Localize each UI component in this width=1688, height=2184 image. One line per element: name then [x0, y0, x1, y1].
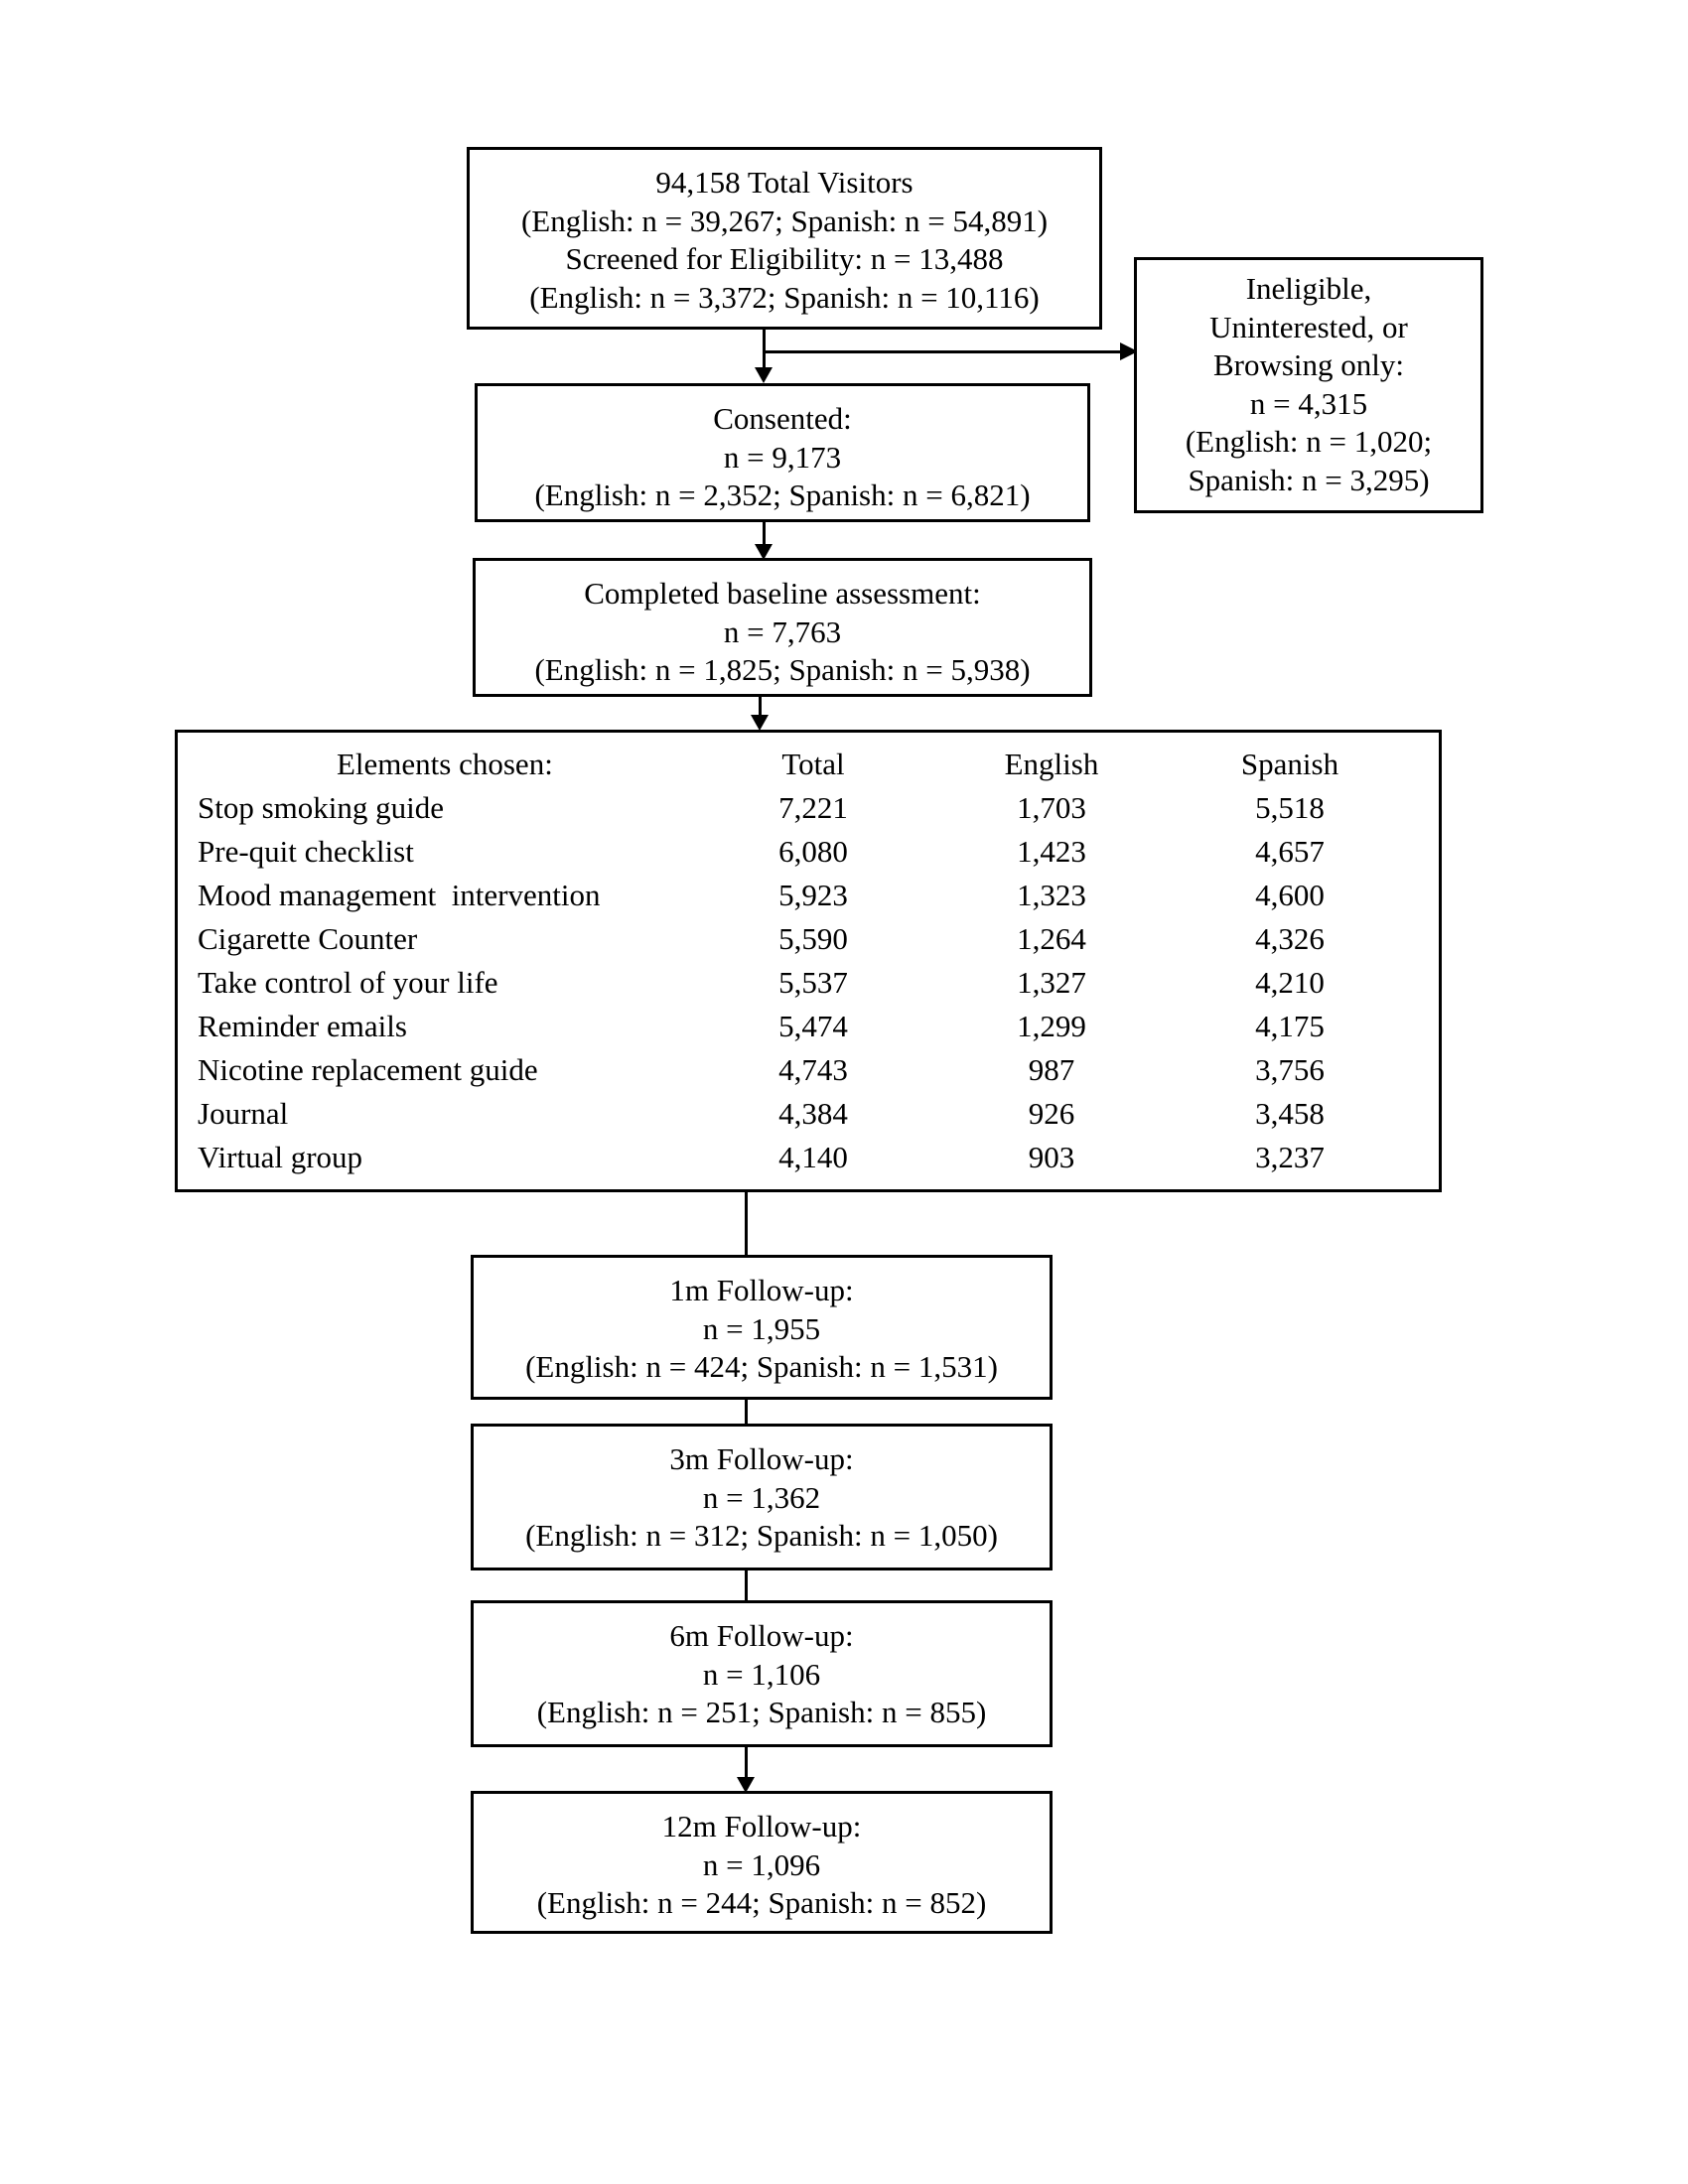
connector-line	[745, 1192, 748, 1255]
element-name: Journal	[198, 1096, 289, 1131]
element-english: 1,323	[1017, 878, 1086, 912]
element-total: 7,221	[778, 790, 848, 825]
element-row: Journal 4,384 926 3,458	[178, 1092, 1439, 1136]
ineligible-line: Spanish: n = 3,295)	[1188, 462, 1430, 497]
baseline-box: Completed baseline assessment: n = 7,763…	[473, 558, 1092, 697]
followup-12m-line: 12m Follow-up:	[661, 1809, 862, 1843]
element-total: 5,590	[778, 921, 848, 956]
element-name: Nicotine replacement guide	[198, 1052, 538, 1087]
followup-3m-line: (English: n = 312; Spanish: n = 1,050)	[525, 1518, 998, 1553]
connector-line	[763, 350, 1132, 353]
element-row: Stop smoking guide 7,221 1,703 5,518	[178, 786, 1439, 830]
arrow-right-icon	[1120, 342, 1138, 360]
element-total: 5,474	[778, 1009, 848, 1043]
ineligible-box: Ineligible, Uninterested, or Browsing on…	[1134, 257, 1483, 513]
ineligible-line: Ineligible,	[1245, 271, 1372, 306]
consented-box: Consented: n = 9,173 (English: n = 2,352…	[475, 383, 1090, 522]
followup-6m-line: n = 1,106	[702, 1656, 821, 1692]
element-spanish: 4,657	[1255, 834, 1325, 869]
baseline-line: n = 7,763	[723, 614, 842, 649]
element-english: 926	[1028, 1096, 1075, 1131]
baseline-line: (English: n = 1,825; Spanish: n = 5,938)	[534, 652, 1031, 687]
column-header-spanish: Spanish	[1240, 747, 1339, 781]
element-total: 6,080	[778, 834, 848, 869]
element-spanish: 4,175	[1255, 1009, 1325, 1043]
connector-line	[745, 1747, 748, 1783]
elements-chosen-box: Elements chosen: Total English Spanish S…	[175, 730, 1442, 1192]
arrow-down-icon	[751, 715, 769, 731]
element-name: Take control of your life	[198, 965, 498, 1000]
followup-1m-line: 1m Follow-up:	[669, 1273, 854, 1307]
element-spanish: 3,756	[1255, 1052, 1325, 1087]
followup-1m-line: (English: n = 424; Spanish: n = 1,531)	[525, 1349, 998, 1384]
total-visitors-line: (English: n = 3,372; Spanish: n = 10,116…	[529, 279, 1040, 315]
connector-line	[763, 522, 766, 552]
ineligible-line: n = 4,315	[1249, 385, 1368, 421]
element-english: 903	[1028, 1140, 1075, 1174]
followup-6m-line: 6m Follow-up:	[669, 1618, 854, 1653]
followup-1m-line: n = 1,955	[702, 1310, 821, 1346]
element-spanish: 3,458	[1255, 1096, 1325, 1131]
element-name: Virtual group	[198, 1140, 363, 1174]
followup-6m-line: (English: n = 251; Spanish: n = 855)	[536, 1695, 987, 1729]
element-row: Nicotine replacement guide 4,743 987 3,7…	[178, 1048, 1439, 1092]
connector-line	[759, 697, 762, 721]
element-total: 4,384	[778, 1096, 848, 1131]
element-name: Mood management intervention	[198, 878, 601, 912]
consented-line: (English: n = 2,352; Spanish: n = 6,821)	[534, 478, 1031, 512]
element-english: 1,299	[1017, 1009, 1086, 1043]
followup-12m-line: (English: n = 244; Spanish: n = 852)	[536, 1885, 987, 1920]
consented-line: n = 9,173	[723, 439, 842, 475]
elements-header-row: Elements chosen: Total English Spanish	[178, 743, 1439, 786]
element-row: Reminder emails 5,474 1,299 4,175	[178, 1005, 1439, 1048]
element-total: 5,923	[778, 878, 848, 912]
followup-3m-line: 3m Follow-up:	[669, 1441, 854, 1476]
element-row: Cigarette Counter 5,590 1,264 4,326	[178, 917, 1439, 961]
element-spanish: 3,237	[1255, 1140, 1325, 1174]
element-spanish: 4,210	[1255, 965, 1325, 1000]
total-visitors-line: Screened for Eligibility: n = 13,488	[565, 241, 1004, 276]
element-spanish: 5,518	[1255, 790, 1325, 825]
connector-line	[745, 1570, 748, 1600]
baseline-line: Completed baseline assessment:	[584, 576, 981, 611]
arrow-down-icon	[755, 367, 773, 383]
connector-line	[745, 1400, 748, 1424]
element-english: 987	[1028, 1052, 1075, 1087]
total-visitors-line: 94,158 Total Visitors	[655, 165, 914, 200]
followup-3m-line: n = 1,362	[702, 1479, 821, 1515]
element-english: 1,423	[1017, 834, 1086, 869]
total-visitors-line: (English: n = 39,267; Spanish: n = 54,89…	[520, 203, 1049, 238]
consented-line: Consented:	[713, 401, 852, 436]
elements-header-label: Elements chosen:	[337, 747, 553, 781]
element-name: Reminder emails	[198, 1009, 407, 1043]
column-header-total: Total	[781, 747, 845, 781]
total-visitors-box: 94,158 Total Visitors (English: n = 39,2…	[467, 147, 1102, 330]
followup-12m-box: 12m Follow-up: n = 1,096 (English: n = 2…	[471, 1791, 1053, 1934]
element-row: Mood management intervention 5,923 1,323…	[178, 874, 1439, 917]
element-english: 1,703	[1017, 790, 1086, 825]
element-english: 1,327	[1017, 965, 1086, 1000]
followup-1m-box: 1m Follow-up: n = 1,955 (English: n = 42…	[471, 1255, 1053, 1400]
ineligible-line: Uninterested, or	[1209, 309, 1408, 344]
element-spanish: 4,326	[1255, 921, 1325, 956]
followup-6m-box: 6m Follow-up: n = 1,106 (English: n = 25…	[471, 1600, 1053, 1747]
element-english: 1,264	[1017, 921, 1086, 956]
element-row: Pre-quit checklist 6,080 1,423 4,657	[178, 830, 1439, 874]
element-name: Cigarette Counter	[198, 921, 418, 956]
element-spanish: 4,600	[1255, 878, 1325, 912]
followup-3m-box: 3m Follow-up: n = 1,362 (English: n = 31…	[471, 1424, 1053, 1570]
ineligible-line: (English: n = 1,020;	[1185, 424, 1433, 459]
element-row: Virtual group 4,140 903 3,237	[178, 1136, 1439, 1179]
arrow-down-icon	[755, 544, 773, 560]
arrow-down-icon	[737, 1777, 755, 1793]
followup-12m-line: n = 1,096	[702, 1846, 821, 1882]
element-total: 4,743	[778, 1052, 848, 1087]
column-header-english: English	[1004, 747, 1099, 781]
element-total: 4,140	[778, 1140, 848, 1174]
element-name: Pre-quit checklist	[198, 834, 414, 869]
element-row: Take control of your life 5,537 1,327 4,…	[178, 961, 1439, 1005]
element-total: 5,537	[778, 965, 848, 1000]
ineligible-line: Browsing only:	[1212, 347, 1405, 382]
element-name: Stop smoking guide	[198, 790, 445, 825]
